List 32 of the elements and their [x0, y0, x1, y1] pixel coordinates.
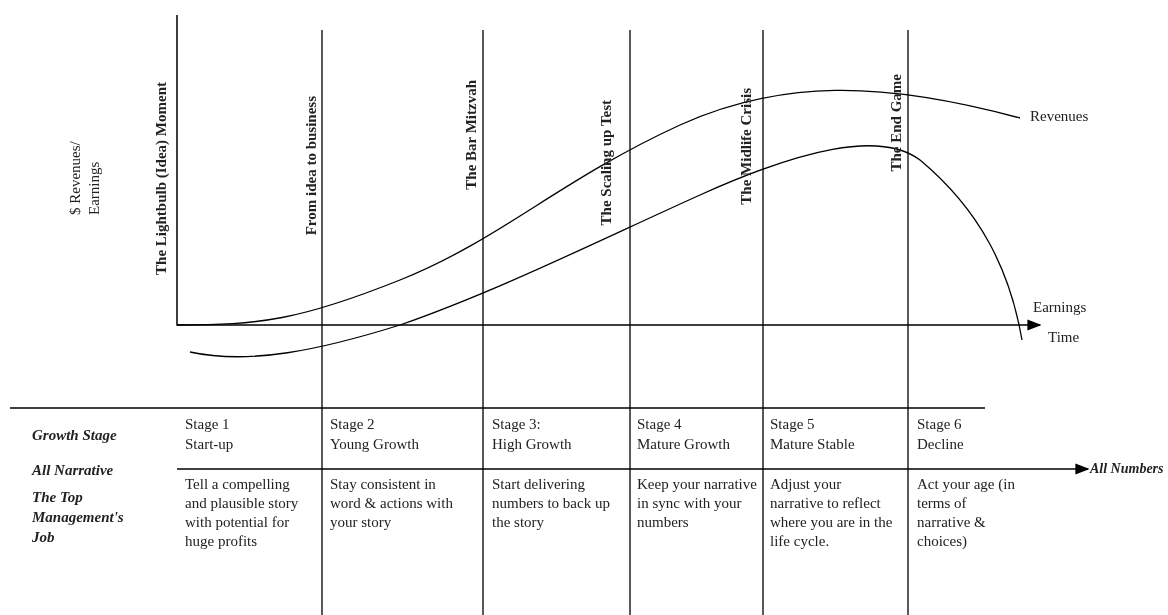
stage-label: Young Growth [330, 435, 419, 454]
curve-label: Revenues [1030, 107, 1089, 126]
stage-label: Stage 1 [185, 415, 230, 434]
table-cell-text: Start delivering numbers to back up the story [492, 475, 611, 532]
stage-label: Stage 2 [330, 415, 375, 434]
table-cell-text: Stay consistent in word & actions with your story [330, 475, 454, 532]
stage-label: Mature Growth [637, 435, 730, 454]
milestone-label: The End Game [887, 74, 905, 172]
stage-label: Stage 3: [492, 415, 541, 434]
stage-label: Start-up [185, 435, 234, 454]
table-cell-text: Tell a compelling and plausible story with potential for huge profits [185, 475, 300, 551]
axis-label: Time [1048, 328, 1080, 347]
milestone-label: The Midlife Crisis [737, 88, 755, 205]
stage-label: Mature Stable [770, 435, 855, 454]
stage-label: Stage 5 [770, 415, 815, 434]
curve-label: Earnings [1033, 298, 1087, 317]
milestone-label: The Lightbulb (Idea) Moment [152, 82, 170, 275]
milestone-label: The Bar Mitzvah [462, 80, 480, 190]
row-header: All Narrative [32, 461, 114, 480]
stage-label: Stage 6 [917, 415, 962, 434]
milestone-label: From idea to business [302, 95, 320, 235]
stage-label: Stage 4 [637, 415, 682, 434]
row-header: The Top Management's Job [32, 488, 125, 547]
row-header: Growth Stage [32, 426, 117, 445]
stage-label: High Growth [492, 435, 572, 454]
stage-label: Decline [917, 435, 964, 454]
table-cell-text: Adjust your narrative to reflect where you are in the life cycle. [770, 475, 894, 551]
table-cell-text: Keep your narrative in sync with your numbers [637, 475, 758, 532]
axis-label: $ Revenues/ Earnings [66, 140, 103, 215]
milestone-label: The Scaling up Test [597, 99, 615, 225]
axis-label: All Numbers [1090, 460, 1164, 478]
table-cell-text: Act your age (in terms of narrative & choices) [917, 475, 1016, 551]
